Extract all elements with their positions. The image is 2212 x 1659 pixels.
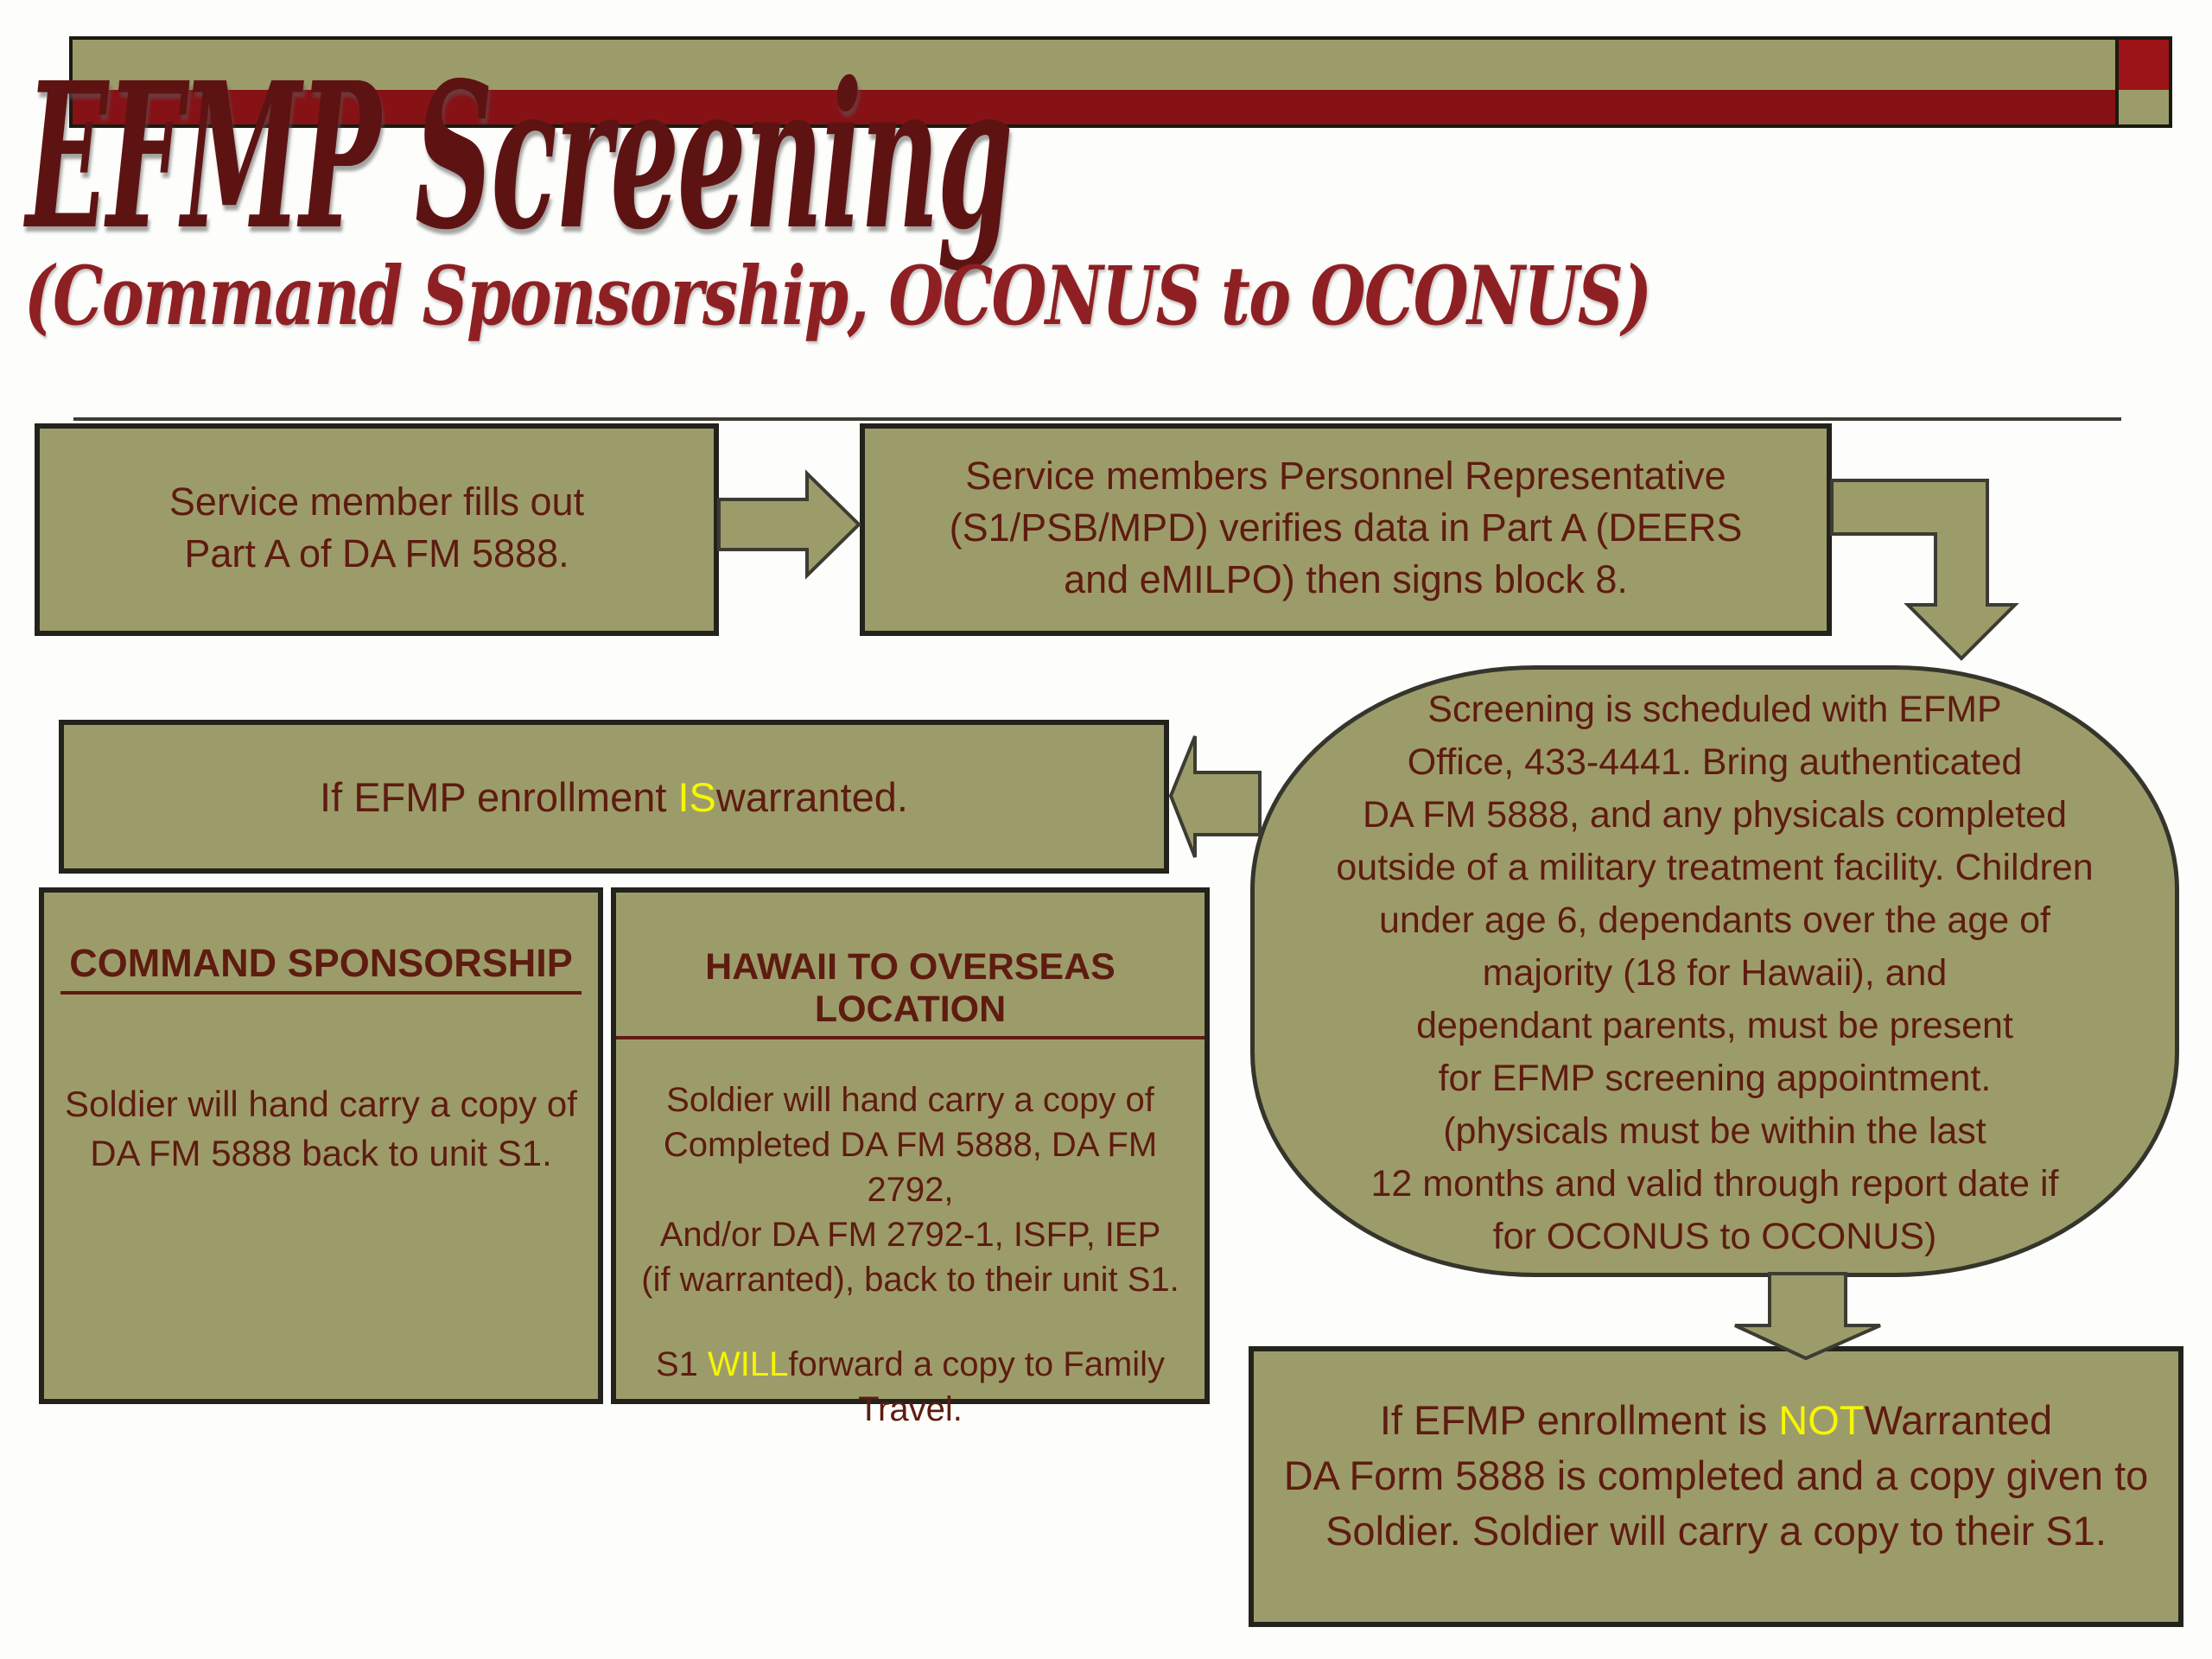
- hawaii-overseas-body: Soldier will hand carry a copy of Comple…: [641, 1081, 1179, 1299]
- page-title: EFMP Screening: [26, 38, 1013, 274]
- flow-top-line: [73, 417, 2121, 421]
- arrow-left-icon: [1168, 735, 1262, 858]
- flow-box-personnel-rep: Service members Personnel Representative…: [860, 423, 1832, 636]
- flow-box-hawaii-to-overseas: HAWAII TO OVERSEAS LOCATION Soldier will…: [611, 887, 1210, 1428]
- arrow-right-icon: [717, 469, 861, 580]
- flow-box-command-sponsorship: COMMAND SPONSORSHIP Soldier will hand ca…: [39, 887, 603, 1404]
- not-warranted-line1: If EFMP enrollment is NOTWarranted: [1379, 1397, 2053, 1443]
- is-warranted-text: If EFMP enrollment ISwarranted.: [320, 773, 908, 820]
- banner-red-square: [2115, 36, 2172, 93]
- command-sponsorship-heading: COMMAND SPONSORSHIP: [60, 941, 582, 995]
- banner-red-bar: [69, 90, 2115, 128]
- banner-olive-square: [2115, 90, 2172, 128]
- flow-box-enrollment-is-warranted: If EFMP enrollment ISwarranted.: [59, 720, 1169, 874]
- arrow-elbow-down-icon: [1830, 479, 2019, 661]
- flow-box-enrollment-not-warranted: If EFMP enrollment is NOTWarranted DA Fo…: [1249, 1346, 2183, 1627]
- not-warranted-rest: DA Form 5888 is completed and a copy giv…: [1283, 1452, 2149, 1554]
- highlight-will: WILL: [707, 1345, 789, 1383]
- highlight-not: NOT: [1778, 1397, 1865, 1443]
- flow-box-service-member: Service member fills out Part A of DA FM…: [35, 423, 719, 636]
- highlight-is: IS: [677, 773, 716, 820]
- flow-blob-screening-scheduled: Screening is scheduled with EFMP Office,…: [1250, 665, 2179, 1277]
- hawaii-overseas-heading: HAWAII TO OVERSEAS LOCATION: [616, 946, 1205, 1039]
- command-sponsorship-body: Soldier will hand carry a copy of DA FM …: [65, 1084, 577, 1173]
- page-subtitle: (Command Sponsorship, OCONUS to OCONUS): [24, 249, 1652, 344]
